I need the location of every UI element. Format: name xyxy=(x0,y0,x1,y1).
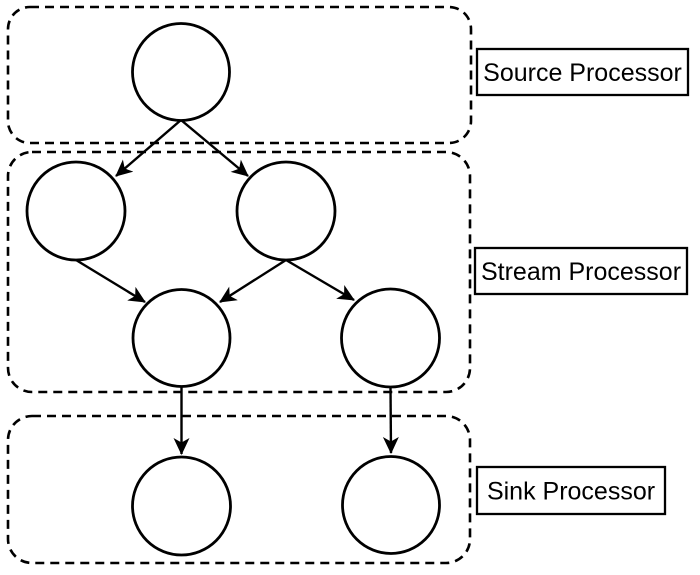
source-processor-label-text: Source Processor xyxy=(483,59,682,87)
edge-source-to-stream-right xyxy=(180,119,249,177)
edge-stream-bottom-right-to-sink-right xyxy=(382,386,399,454)
stream-group-boundary xyxy=(6,150,472,394)
source-processor-label-box: Source Processor xyxy=(475,47,690,97)
sink-processor-label-text: Sink Processor xyxy=(487,478,655,506)
nodes-layer xyxy=(25,22,441,557)
stream-node-right xyxy=(235,160,337,262)
source-processor-label-border xyxy=(475,47,690,97)
edge-stream-left-to-bottom-left xyxy=(75,258,146,304)
stream-node-left xyxy=(25,160,127,262)
group-boundaries-layer xyxy=(6,5,473,565)
edge-stream-right-to-bottom-left xyxy=(219,258,287,304)
sink-group-boundary xyxy=(6,414,472,565)
sink-node-right xyxy=(341,455,441,555)
sink-processor-label-border xyxy=(475,465,667,516)
stream-processor-label-box: Stream Processor xyxy=(473,246,689,296)
stream-node-bottom-right xyxy=(340,287,441,389)
edges-layer xyxy=(75,119,399,455)
stream-processor-label-text: Stream Processor xyxy=(481,258,681,286)
stream-processor-label-border xyxy=(473,246,689,296)
sink-processor-label-box: Sink Processor xyxy=(475,465,667,516)
source-node xyxy=(131,22,231,122)
stream-node-bottom-left xyxy=(131,288,232,388)
edge-stream-right-to-bottom-right xyxy=(285,258,355,302)
edge-source-to-stream-left xyxy=(115,119,182,177)
source-group-boundary xyxy=(6,5,473,145)
sink-node-left xyxy=(131,455,232,557)
